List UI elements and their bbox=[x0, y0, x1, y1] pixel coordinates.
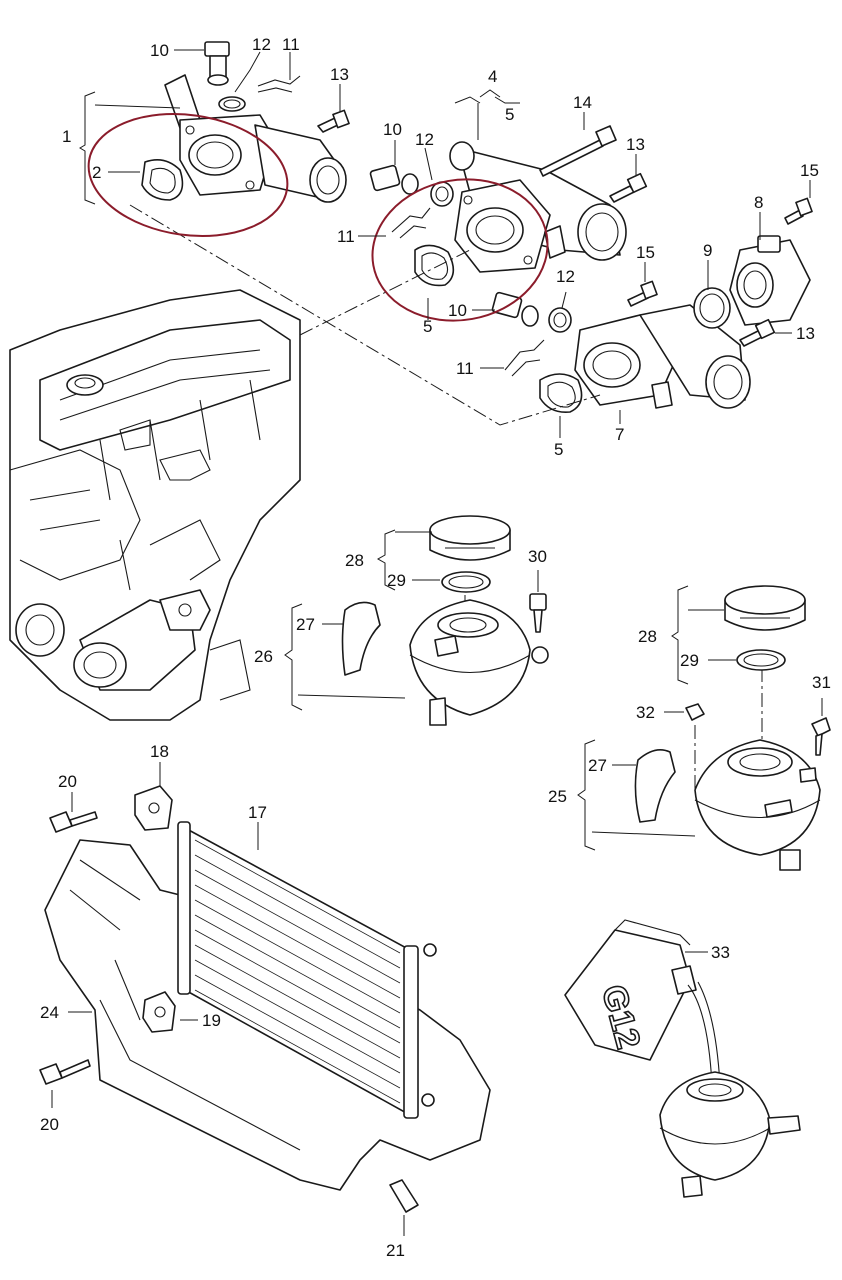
label-10-a: 10 bbox=[150, 41, 169, 60]
radiator-assembly bbox=[39, 785, 491, 1213]
flange-assembly-1 bbox=[141, 41, 350, 203]
label-13-b: 13 bbox=[626, 135, 645, 154]
flange-assembly-7 bbox=[491, 197, 813, 414]
label-7: 7 bbox=[615, 425, 624, 444]
label-15-a: 15 bbox=[636, 243, 655, 262]
flange-assembly-4 bbox=[369, 125, 648, 287]
label-20-a: 20 bbox=[58, 772, 77, 791]
coolant-canister: G12 bbox=[564, 919, 801, 1198]
label-28-b: 28 bbox=[638, 627, 657, 646]
expansion-tank-25 bbox=[634, 585, 831, 871]
label-5-a: 5 bbox=[505, 105, 514, 124]
label-10-b: 10 bbox=[383, 120, 402, 139]
highlight-flange-left bbox=[87, 112, 289, 238]
label-11-b: 11 bbox=[337, 227, 355, 246]
label-11-c: 11 bbox=[456, 359, 474, 378]
label-30: 30 bbox=[528, 547, 547, 566]
highlight-flange-center bbox=[371, 178, 549, 322]
label-28-a: 28 bbox=[345, 551, 364, 570]
label-10-c: 10 bbox=[448, 301, 467, 320]
label-5-b: 5 bbox=[423, 317, 432, 336]
label-13-c: 13 bbox=[796, 324, 815, 343]
label-14: 14 bbox=[573, 93, 592, 112]
label-13-a: 13 bbox=[330, 65, 349, 84]
label-1: 1 bbox=[62, 127, 71, 146]
label-2: 2 bbox=[92, 163, 101, 182]
label-5-c: 5 bbox=[554, 440, 563, 459]
engine-block bbox=[9, 289, 301, 721]
label-4: 4 bbox=[488, 67, 497, 86]
label-31: 31 bbox=[812, 673, 831, 692]
callout-labels: 1 2 10 12 11 13 4 5 14 13 10 12 11 5 10 … bbox=[40, 35, 831, 1260]
label-20-b: 20 bbox=[40, 1115, 59, 1134]
label-18: 18 bbox=[150, 742, 169, 761]
label-12-c: 12 bbox=[556, 267, 575, 286]
expansion-tank-26 bbox=[341, 515, 549, 726]
label-11-a: 11 bbox=[282, 35, 300, 54]
label-33: 33 bbox=[711, 943, 730, 962]
label-26: 26 bbox=[254, 647, 273, 666]
label-12-a: 12 bbox=[252, 35, 271, 54]
label-17: 17 bbox=[248, 803, 267, 822]
label-29-a: 29 bbox=[387, 571, 406, 590]
label-19: 19 bbox=[202, 1011, 221, 1030]
label-27-a: 27 bbox=[296, 615, 315, 634]
label-25: 25 bbox=[548, 787, 567, 806]
label-9: 9 bbox=[703, 241, 712, 260]
leader-lines bbox=[51, 49, 823, 1236]
label-12-b: 12 bbox=[415, 130, 434, 149]
label-24: 24 bbox=[40, 1003, 59, 1022]
label-15-b: 15 bbox=[800, 161, 819, 180]
highlight-circles bbox=[87, 112, 549, 322]
label-21: 21 bbox=[386, 1241, 405, 1260]
label-8: 8 bbox=[754, 193, 763, 212]
label-27-b: 27 bbox=[588, 756, 607, 775]
label-29-b: 29 bbox=[680, 651, 699, 670]
label-32: 32 bbox=[636, 703, 655, 722]
